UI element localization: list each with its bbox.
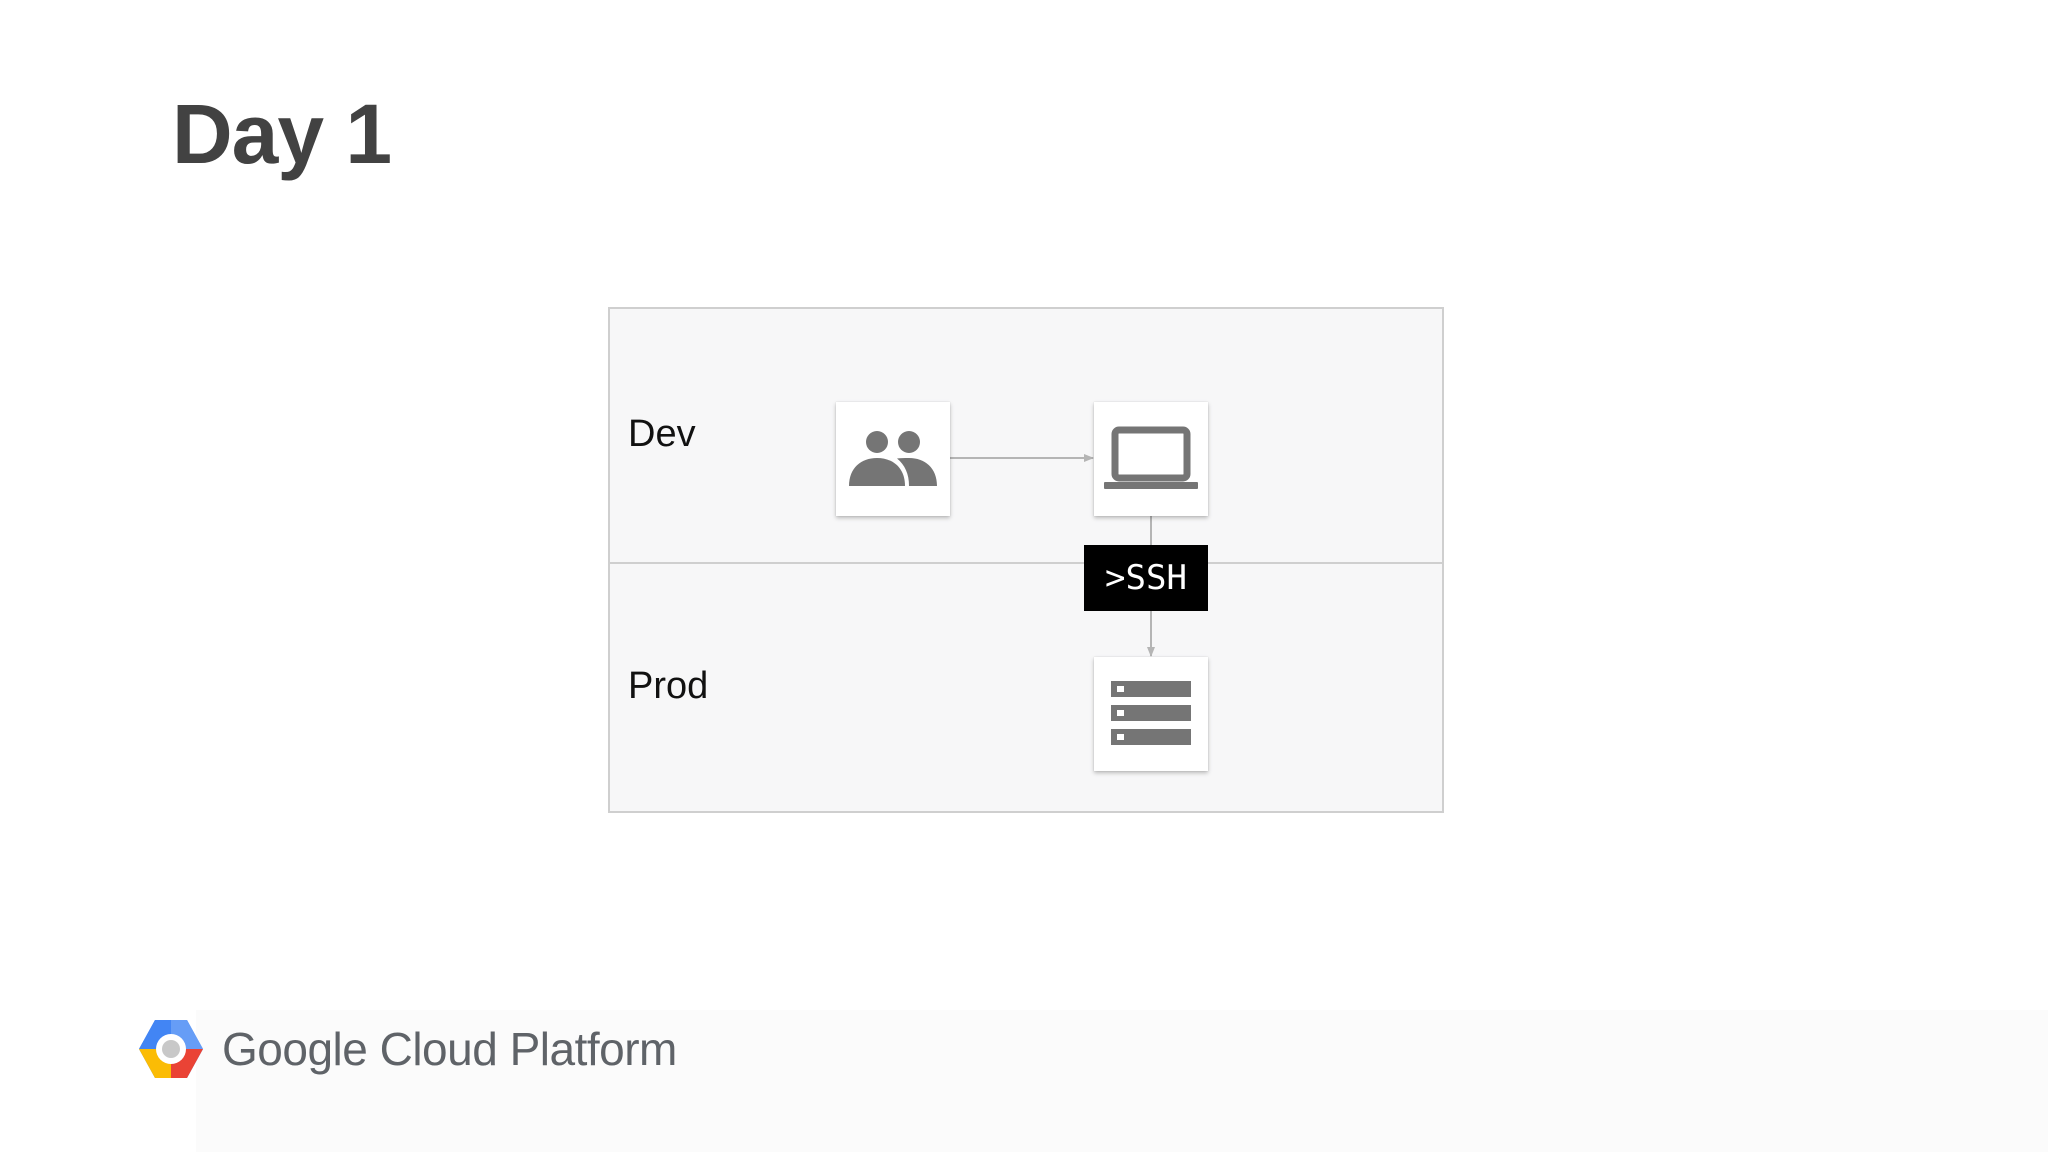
- laptop-icon: [1104, 426, 1198, 489]
- google-cloud-hexagon-icon: [139, 1020, 203, 1078]
- lane-divider: [610, 562, 1442, 564]
- server-node: [1094, 657, 1208, 771]
- lane-label-prod: Prod: [628, 665, 709, 707]
- environment-diagram: Dev Prod >SS: [608, 307, 1444, 813]
- users-node: [836, 402, 950, 516]
- laptop-node: [1094, 402, 1208, 516]
- footer-band: [196, 1010, 2048, 1152]
- server-icon: [1111, 681, 1191, 745]
- brand-text: Google Cloud Platform: [222, 1023, 677, 1075]
- lane-label-dev: Dev: [628, 413, 696, 455]
- group-icon: [849, 431, 937, 486]
- brand-lockup: Google Cloud Platform: [138, 1018, 677, 1080]
- slide-title: Day 1: [172, 87, 392, 181]
- ssh-connector-label: >SSH: [1084, 545, 1208, 611]
